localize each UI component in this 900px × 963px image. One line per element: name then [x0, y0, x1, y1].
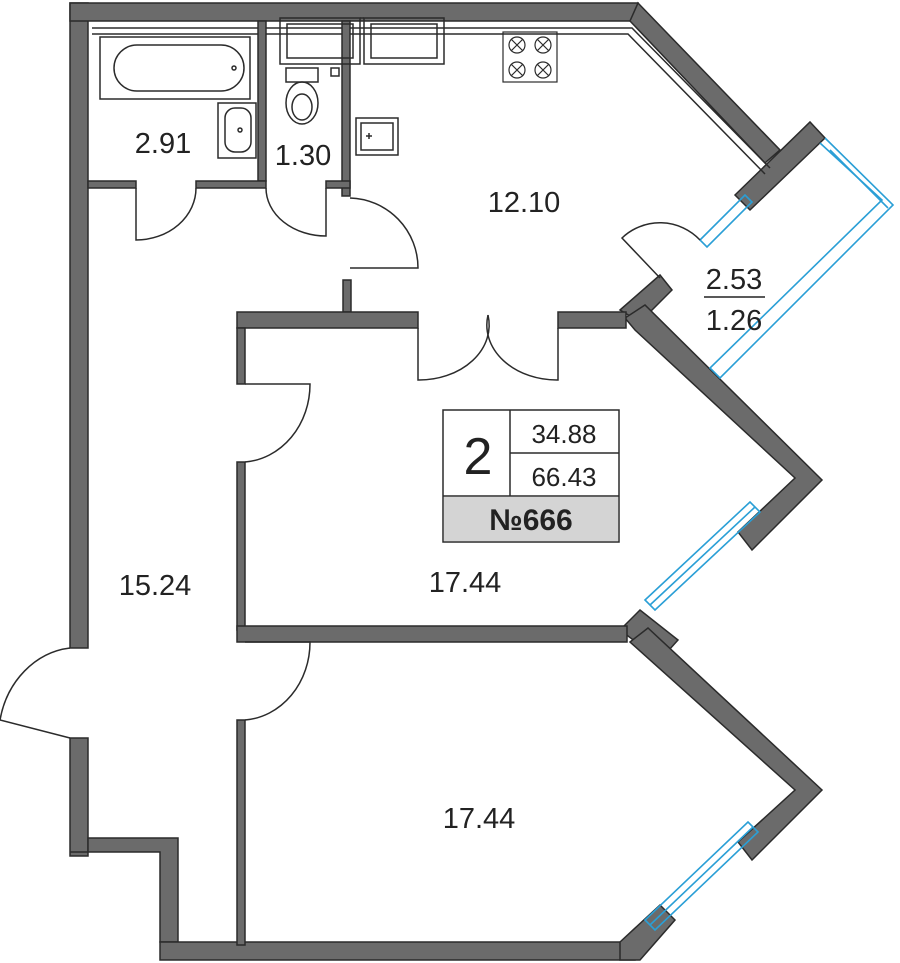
- windows: [643, 137, 895, 932]
- doors: [0, 187, 701, 739]
- apartment-number-label: №666: [489, 504, 573, 537]
- balcony-total-area-label: 2.53: [706, 264, 762, 296]
- wall-cabinets-icon: [279, 17, 445, 65]
- exterior-walls: [69, 1, 827, 961]
- kitchen-sink-icon: [355, 117, 399, 156]
- hall-area-label: 15.24: [119, 570, 192, 602]
- kitchen-area-label: 12.10: [488, 187, 561, 219]
- bedroom-2-area-label: 17.44: [443, 803, 516, 835]
- stove-icon: [502, 31, 558, 83]
- washbasin-icon: [217, 102, 257, 159]
- bedroom-1-area-label: 17.44: [429, 567, 502, 599]
- bathtub-icon: [99, 36, 251, 100]
- inner-wall-lines: [92, 27, 771, 175]
- total-area-label: 66.43: [531, 462, 596, 492]
- balcony-reduced-area-label: 1.26: [706, 305, 762, 337]
- interior-walls: [87, 20, 628, 946]
- apartment-info-badge: 2 34.88 66.43 №666: [442, 409, 620, 543]
- living-area-label: 34.88: [531, 419, 596, 449]
- toilet-area-label: 1.30: [275, 140, 331, 172]
- toilet-icon: [285, 67, 340, 125]
- rooms-count-label: 2: [464, 428, 493, 486]
- bathroom-area-label: 2.91: [135, 128, 191, 160]
